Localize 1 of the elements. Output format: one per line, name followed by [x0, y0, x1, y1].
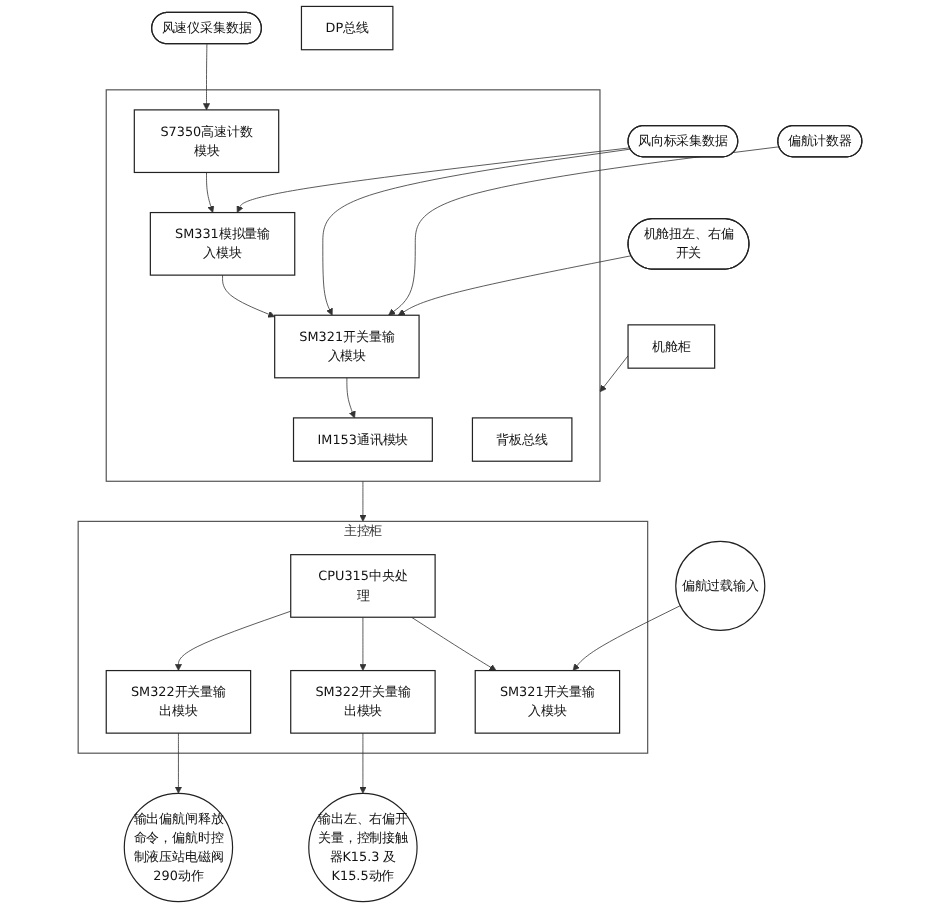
cluster — [105, 89, 601, 482]
